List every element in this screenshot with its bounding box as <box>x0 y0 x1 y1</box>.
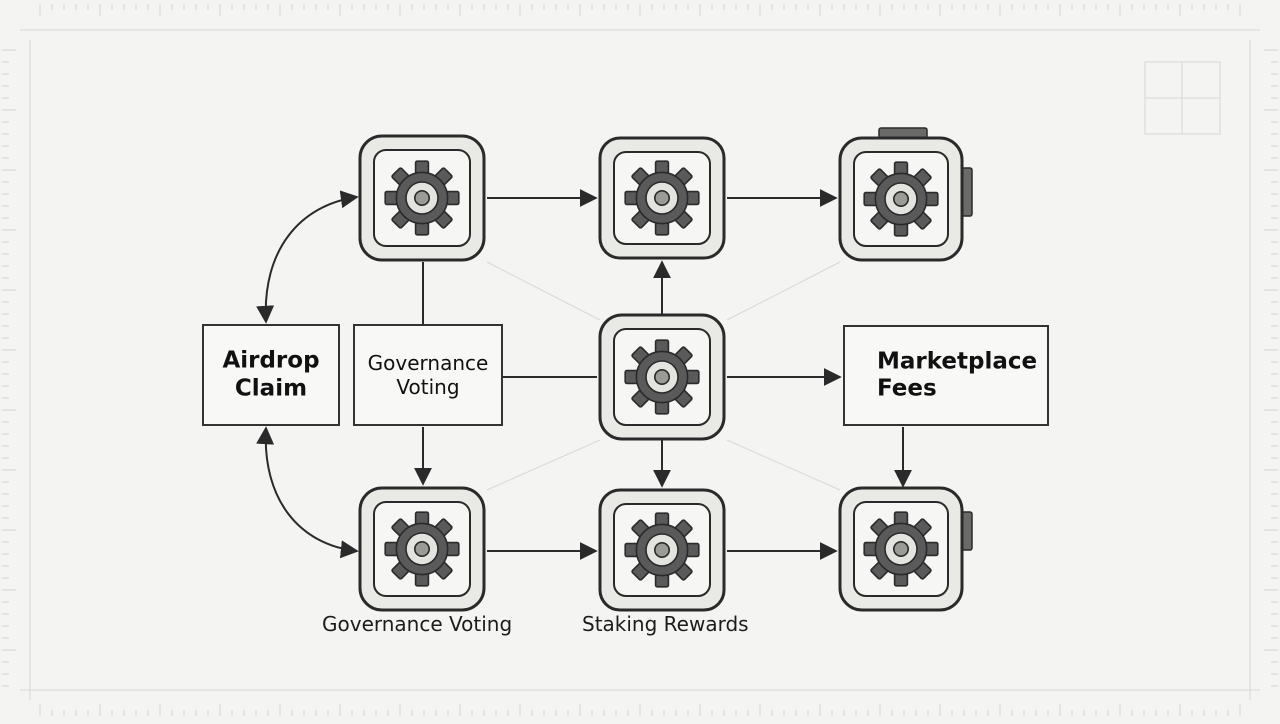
gear-icon <box>863 161 939 237</box>
arrow-airdrop-m1 <box>256 190 359 324</box>
staking-rewards-label: Staking Rewards <box>582 612 749 636</box>
module-2 <box>598 136 726 260</box>
marketplace-fees-box: Marketplace Fees <box>843 325 1049 426</box>
airdrop-claim-line2: Claim <box>234 375 308 401</box>
airdrop-claim-line1: Airdrop <box>222 347 320 374</box>
arrow-airdrop-m5 <box>256 426 359 559</box>
governance-voting-box: Governance Voting <box>353 324 503 426</box>
module-3 <box>838 136 964 262</box>
background-grid <box>20 29 1260 700</box>
module-1 <box>358 134 486 262</box>
governance-voting-line1: Governance <box>367 351 489 375</box>
module-5 <box>358 486 486 612</box>
module-7 <box>838 486 964 612</box>
governance-voting-label: Governance Voting <box>322 612 513 636</box>
marketplace-fees-line2: Fees <box>877 375 937 402</box>
faint-guide-lines <box>486 261 841 491</box>
connectors <box>256 189 912 560</box>
gear-icon <box>624 339 700 415</box>
gear-icon <box>863 511 939 587</box>
module-6 <box>598 488 726 612</box>
gear-icon <box>384 160 460 236</box>
module-4 <box>598 313 726 441</box>
gear-icon <box>624 160 700 236</box>
ruler-ticks <box>2 4 1278 716</box>
marketplace-fees-line1: Marketplace <box>877 347 1038 374</box>
governance-voting-line2: Voting <box>396 375 460 399</box>
module-knobs <box>878 127 973 551</box>
airdrop-claim-box: Airdrop Claim <box>202 324 340 426</box>
gear-icon <box>384 511 460 587</box>
gear-icon <box>624 512 700 588</box>
